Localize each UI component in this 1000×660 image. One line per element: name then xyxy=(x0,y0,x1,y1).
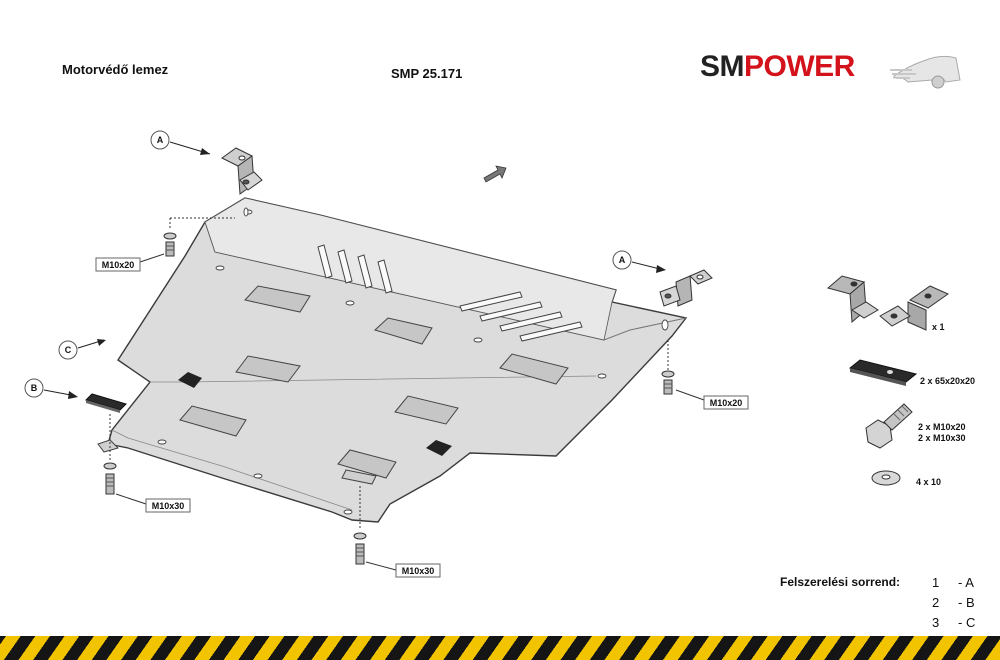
callout-b-label: B xyxy=(31,383,38,393)
smpower-logo: SMPOWER xyxy=(700,46,964,92)
callout-a-top-label: A xyxy=(157,135,164,145)
logo-text-sm: SM xyxy=(700,50,745,83)
legend-washer-icon xyxy=(871,470,901,486)
callout-a-right: A xyxy=(612,250,666,273)
car-silhouette-icon xyxy=(890,55,961,89)
label-bolt-left-top: M10x20 xyxy=(95,253,165,272)
assembly-step: 3 - C xyxy=(932,615,992,631)
assembly-step-letter: - C xyxy=(958,615,976,630)
legend-washer-spec: 4 x 10 xyxy=(916,477,942,487)
assembly-step: 2 - B xyxy=(932,595,992,611)
part-number: SMP 25.171 xyxy=(391,66,463,81)
document-title: Motorvédő lemez xyxy=(62,62,169,77)
callout-b: B xyxy=(24,378,78,399)
label-bolt-bottom-left: M10x30 xyxy=(115,493,191,513)
spacer-plate-b xyxy=(85,393,127,413)
label-bolt-bottom-center-text: M10x30 xyxy=(402,566,435,576)
logo-text-power: POWER xyxy=(744,50,855,83)
label-bolt-bottom-left-text: M10x30 xyxy=(152,501,185,511)
bolt-bottom-center xyxy=(353,486,367,565)
callout-a-top: A xyxy=(150,130,211,155)
legend-brackets-qty: x 1 xyxy=(932,322,945,332)
engine-skid-plate xyxy=(97,197,688,523)
label-bolt-bottom-center: M10x30 xyxy=(365,561,441,578)
hazard-stripe-footer xyxy=(0,636,1000,660)
label-bolt-left-top-text: M10x20 xyxy=(102,260,135,270)
assembly-step-letter: - A xyxy=(958,575,974,590)
bolt-left-top xyxy=(163,217,235,257)
assembly-step-number: 3 xyxy=(932,615,940,630)
legend-plate-spec: 2 x 65x20x20 xyxy=(920,376,976,386)
direction-arrow-icon xyxy=(483,165,507,183)
legend-brackets xyxy=(826,275,950,331)
bracket-a-right xyxy=(659,269,713,307)
bolt-right xyxy=(661,340,675,395)
legend-bolt-spec-2: 2 x M10x30 xyxy=(918,433,966,443)
bracket-a-top xyxy=(221,147,263,195)
bolt-bottom-left xyxy=(103,414,117,495)
callout-c-label: C xyxy=(65,345,72,355)
assembly-step: 1 - A xyxy=(932,575,992,591)
callout-c: C xyxy=(58,339,106,360)
label-bolt-right-text: M10x20 xyxy=(710,398,743,408)
legend-bolt-icon xyxy=(865,403,913,449)
assembly-step-number: 2 xyxy=(932,595,940,610)
assembly-step-number: 1 xyxy=(932,575,940,590)
label-bolt-right: M10x20 xyxy=(675,389,749,410)
assembly-step-letter: - B xyxy=(958,595,975,610)
legend-plate xyxy=(848,359,918,386)
legend-bolt-spec-1: 2 x M10x20 xyxy=(918,422,966,432)
assembly-order-title: Felszerelési sorrend: xyxy=(780,575,901,589)
callout-a-right-label: A xyxy=(619,255,626,265)
